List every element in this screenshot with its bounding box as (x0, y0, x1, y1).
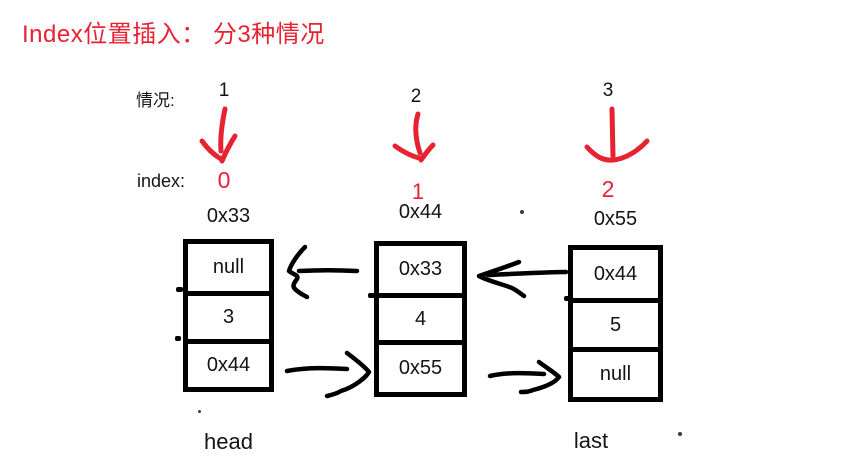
node2-prev-left-arrow-icon (283, 243, 363, 301)
page-title: Index位置插入： 分3种情况 (22, 21, 325, 48)
node1-next-right-arrow-icon (284, 350, 372, 399)
node2-next-right-arrow-icon (487, 359, 562, 395)
case-2-down-arrow-icon (391, 111, 439, 167)
cases-row-label: 情况: (136, 91, 175, 110)
node3-prev-left-arrow-icon (476, 259, 569, 299)
case-3-number: 3 (602, 80, 614, 101)
stray-dot (678, 432, 682, 436)
case-1-index-value: 0 (217, 167, 231, 193)
node-1-address: 0x33 (206, 205, 251, 227)
node-1-value-cell: 3 (188, 291, 269, 339)
node-3-next-cell: null (573, 347, 658, 397)
node-1-divider-tick (175, 336, 181, 341)
node-3-address: 0x55 (593, 208, 638, 230)
node-1-box: null 3 0x44 (183, 239, 274, 392)
stray-dot (520, 210, 524, 214)
node-2-prev-cell: 0x33 (398, 258, 443, 280)
node-2-next-cell: 0x55 (379, 340, 462, 392)
node-2-box: 0x33 4 0x55 (374, 241, 467, 397)
node-2-divider-tick (368, 293, 375, 298)
node-3-box: 0x44 5 null (568, 245, 663, 402)
case-1-number: 1 (218, 80, 230, 101)
stray-dot (198, 410, 201, 413)
node-1-divider-tick (176, 287, 183, 292)
node-2-address: 0x44 (398, 201, 443, 223)
node2-prev-left-arrow-icon (286, 244, 360, 300)
node3-prev-left-arrow-icon (474, 258, 570, 300)
case-3-index-value: 2 (601, 176, 615, 202)
head-pointer-label: head (204, 429, 253, 454)
node-3-prev-cell: 0x44 (593, 262, 638, 285)
node2-next-right-arrow-icon (485, 357, 565, 399)
case-1-down-arrow-icon (197, 105, 243, 167)
node-3-value-cell: 5 (573, 298, 658, 347)
case-2-index-value: 1 (411, 179, 425, 204)
case-2-down-arrow-icon (392, 111, 436, 163)
node-2-value-cell: 4 (379, 293, 462, 340)
case-2-number: 2 (410, 86, 422, 107)
node-1-prev-cell: null (212, 256, 245, 278)
node-1-next-cell: 0x44 (188, 339, 269, 387)
last-pointer-label: last (573, 428, 609, 453)
case-1-down-arrow-icon (199, 106, 238, 164)
index-row-label: index: (137, 171, 186, 191)
case-3-down-arrow-icon (584, 106, 650, 163)
case-3-down-arrow-icon (583, 105, 651, 167)
node-3-divider-tick (564, 296, 571, 301)
node1-next-right-arrow-icon (281, 350, 375, 402)
